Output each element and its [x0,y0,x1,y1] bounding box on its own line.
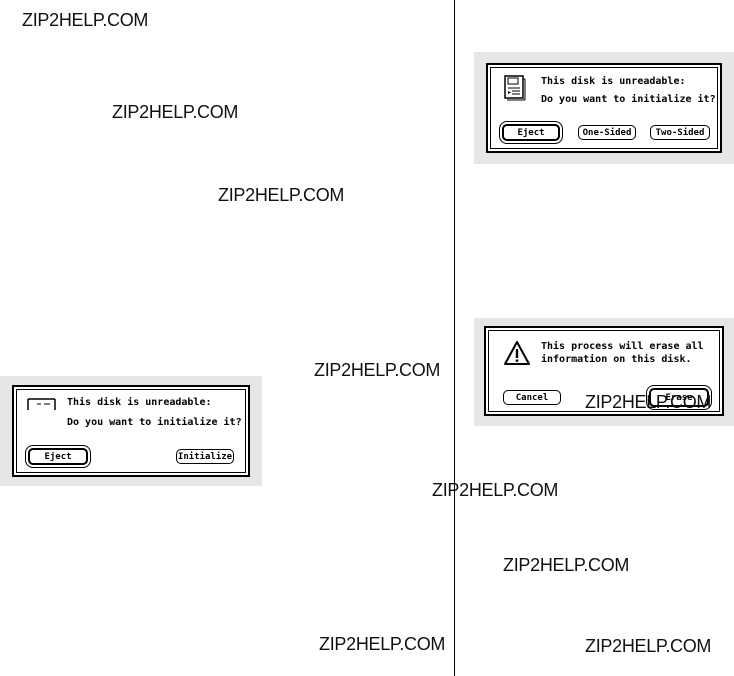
watermark: ZIP2HELP.COM [585,392,712,412]
disk-icon [504,75,526,101]
watermark: ZIP2HELP.COM [218,185,345,205]
dialog-panel-initialize: This disk is unreadable: Do you want to … [0,376,262,486]
cancel-button[interactable]: Cancel [503,390,561,405]
initialize-button[interactable]: Initialize [176,449,234,464]
watermark: ZIP2HELP.COM [319,634,446,654]
initialize-disk-dialog: This disk is unreadable: Do you want to … [12,385,250,477]
watermark: ZIP2HELP.COM [22,10,149,30]
erase-warning-dialog: This process will erase all information … [484,326,724,416]
disk-icon [27,398,56,410]
dialog-message-line2: information on this disk. [541,354,692,365]
dialog-message-line1: This process will erase all [541,341,704,352]
dialog-message-line2: Do you want to initialize it? [67,417,242,428]
eject-button[interactable]: Eject [28,448,88,465]
page-divider [454,0,455,676]
initialize-disk-dialog: This disk is unreadable: Do you want to … [486,63,722,153]
erase-button[interactable]: Erase [649,388,709,407]
dialog-panel-erase: This process will erase all information … [474,318,734,426]
warning-icon [504,341,530,365]
watermark: ZIP2HELP.COM [314,360,441,380]
dialog-message-line1: This disk is unreadable: [67,397,212,408]
two-sided-button[interactable]: Two-Sided [650,125,710,140]
watermark: ZIP2HELP.COM [432,480,559,500]
dialog-message-line1: This disk is unreadable: [541,76,686,87]
watermark: ZIP2HELP.COM [585,636,712,656]
dialog-message-line2: Do you want to initialize it? [541,94,716,105]
watermark: ZIP2HELP.COM [112,102,239,122]
dialog-panel-one-sided: This disk is unreadable: Do you want to … [474,52,734,164]
eject-button[interactable]: Eject [502,124,560,141]
one-sided-button[interactable]: One-Sided [578,125,636,140]
watermark: ZIP2HELP.COM [503,555,630,575]
